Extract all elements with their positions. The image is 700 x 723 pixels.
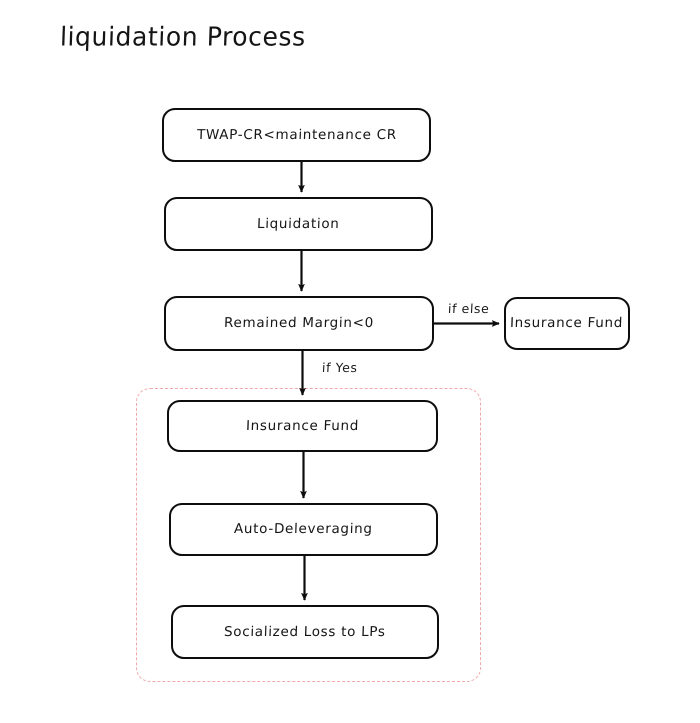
page-title: liquidation Process	[59, 21, 307, 52]
node-label: Auto-Deleveraging	[233, 521, 374, 538]
node-insurance-fund-else[interactable]: Insurance Fund	[504, 297, 630, 350]
node-label: Socialized Loss to LPs	[223, 623, 387, 640]
node-insurance-fund[interactable]: Insurance Fund	[167, 400, 438, 452]
edge-label-if-else: if else	[447, 301, 490, 316]
node-auto-deleveraging[interactable]: Auto-Deleveraging	[169, 503, 438, 556]
dashed-group-container	[136, 388, 481, 682]
node-label: Insurance Fund	[510, 315, 624, 332]
node-twap-cr-condition[interactable]: TWAP-CR<maintenance CR	[162, 108, 431, 162]
node-remained-margin-condition[interactable]: Remained Margin<0	[164, 296, 434, 351]
node-label: TWAP-CR<maintenance CR	[196, 126, 397, 143]
node-label: Remained Margin<0	[223, 315, 375, 332]
node-label: Insurance Fund	[245, 417, 360, 434]
node-socialized-loss-to-lps[interactable]: Socialized Loss to LPs	[171, 605, 439, 659]
edge-label-if-yes: if Yes	[321, 360, 359, 375]
node-label: Liquidation	[256, 215, 341, 232]
node-liquidation[interactable]: Liquidation	[164, 197, 433, 251]
